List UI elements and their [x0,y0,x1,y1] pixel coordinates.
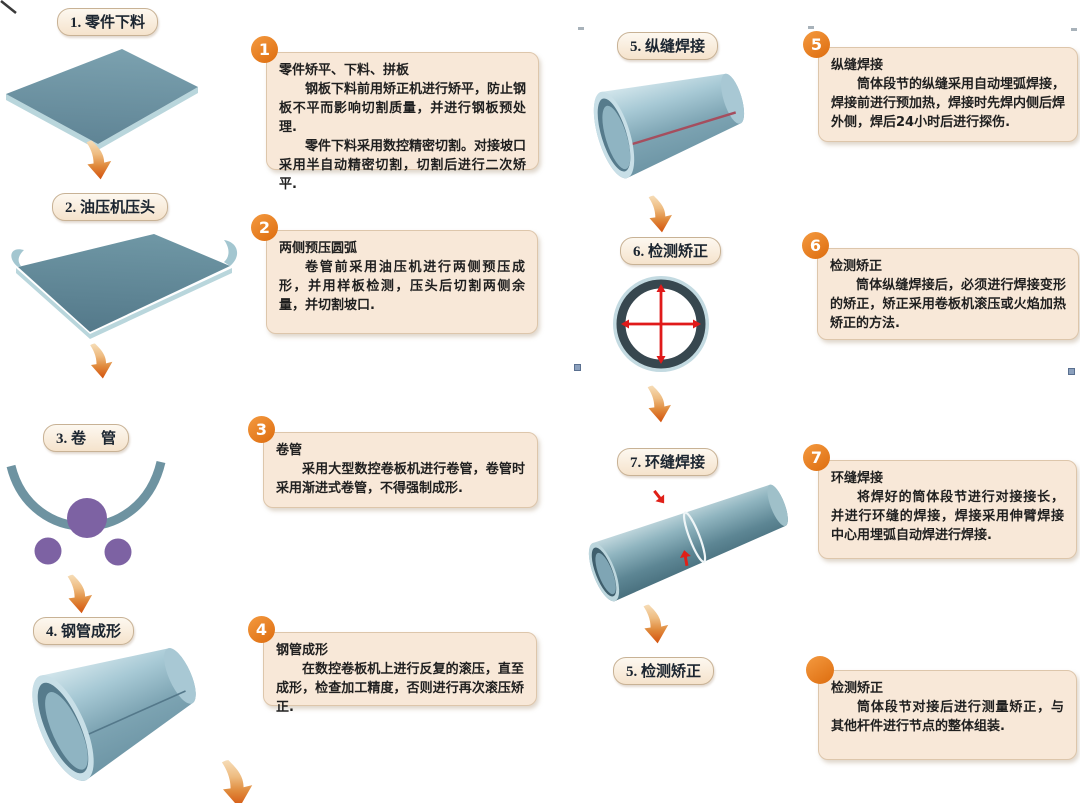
circumferential-seam-ring [682,511,707,563]
step-number-badge: 5 [803,31,830,58]
note-box-7: 7 环缝焊接 将焊好的筒体段节进行对接接长，并进行环缝的焊接，焊接采用伸臂焊接中… [803,444,1077,559]
step-pill-label: 5. 纵缝焊接 [630,39,706,55]
note-box-1: 1 零件矫平、下料、拼板 钢板下料前用矫正机进行矫平，防止钢板不平而影响切割质量… [251,36,539,192]
step-pill-pipe-forming: 4. 钢管成形 [33,617,135,645]
step-number-badge: 1 [251,36,278,63]
note-title: 零件矫平、下料、拼板 [279,63,410,78]
note-paragraph: 筒体段节的纵缝采用自动埋弧焊接，焊接前进行预加热，焊接时先焊内侧后焊外侧，焊后2… [831,77,1066,130]
step-number-badge [806,656,834,684]
step-pill-label: 2. 油压机压头 [65,200,156,216]
step-number-badge: 7 [803,444,830,471]
note-box-8: 检测矫正 筒体段节对接后进行测量矫正，与其他杆件进行节点的整体组装. [806,656,1077,760]
pressed-plate-image [11,234,238,339]
selection-handle [1068,368,1075,375]
step-pill-inspection-correction: 6. 检测矫正 [620,237,722,265]
note-box-2: 2 两侧预压圆弧 卷管前采用油压机进行两侧预压成形，并用样板检测，压头后切割两侧… [251,214,538,334]
note-title: 环缝焊接 [831,471,884,486]
note-title: 两侧预压圆弧 [279,241,358,256]
note-paragraph: 卷管前采用油压机进行两侧预压成形，并用样板检测，压头后切割两侧余量，并切割坡口. [279,260,525,313]
step-pill-label: 7. 环缝焊接 [630,455,706,471]
note-paragraph: 将焊好的筒体段节进行对接接长，并进行环缝的焊接，焊接采用伸臂焊接中心用埋弧自动焊… [831,490,1064,543]
right-roller [104,538,132,566]
step-number-badge: 2 [251,214,278,241]
flow-arrow-down-icon [221,760,253,803]
note-title: 检测矫正 [830,259,883,274]
butt-joined-pipe-image [588,484,788,602]
step-pill-part-blanking: 1. 零件下料 [57,8,159,36]
step-pill-rolling: 3. 卷 管 [43,424,130,452]
step-pill-label: 3. 卷 管 [56,431,117,447]
note-box-6: 6 检测矫正 筒体纵缝焊接后，必须进行焊接变形的矫正，矫正采用卷板机滚压或火焰加… [802,232,1079,340]
note-title: 钢管成形 [276,643,329,658]
flow-arrow-down-icon [67,574,93,614]
step-pill-label: 5. 检测矫正 [626,664,702,680]
flow-arrow-down-icon [647,385,671,423]
note-title: 检测矫正 [831,681,884,696]
selection-handle [1071,28,1077,31]
top-roller [67,498,107,538]
step-pill-final-inspection: 5. 检测矫正 [613,657,715,685]
step-pill-label: 1. 零件下料 [70,15,146,31]
step-pill-longitudinal-weld: 5. 纵缝焊接 [617,32,719,60]
note-paragraph: 筒体段节对接后进行测量矫正，与其他杆件进行节点的整体组装. [831,700,1064,734]
note-title: 卷管 [276,443,303,458]
step-number-badge: 3 [248,416,275,443]
selection-handle [578,27,584,30]
note-paragraph: 钢板下料前用矫正机进行矫平，防止钢板不平而影响切割质量，并进行钢板预处理. [279,82,527,135]
note-box-5: 5 纵缝焊接 筒体段节的纵缝采用自动埋弧焊接，焊接前进行预加热，焊接时先焊内侧后… [803,31,1078,142]
rolling-machine-image [6,460,166,566]
seam-welded-pipe-image [593,73,745,179]
flow-arrow-down-icon [90,343,113,379]
flow-arrow-down-icon [648,195,672,233]
note-box-4: 4 钢管成形 在数控卷板机上进行反复的滚压，直至成形，检查加工精度，否则进行再次… [248,616,537,715]
note-title: 纵缝焊接 [831,58,884,73]
step-pill-label: 6. 检测矫正 [633,244,709,260]
weld-seam-arrow-icon [678,549,693,567]
pipe-cross-section-image [613,276,709,372]
step-pill-press-head: 2. 油压机压头 [52,193,169,221]
flow-arrow-down-icon [643,604,669,644]
corner-mark [0,0,17,14]
step-number-badge: 4 [248,616,275,643]
flow-arrow-down-icon [86,140,112,180]
step-pill-label: 4. 钢管成形 [46,624,122,640]
weld-seam-line [623,111,737,148]
selection-handle [574,364,581,371]
seam-line [76,690,186,741]
note-paragraph: 在数控卷板机上进行反复的滚压，直至成形，检查加工精度，否则进行再次滚压矫正. [276,662,524,715]
step-pill-circumferential-weld: 7. 环缝焊接 [617,448,719,476]
note-box-3: 3 卷管 采用大型数控卷板机进行卷管，卷管时采用渐进式卷管，不得强制成形. [248,416,538,508]
formed-pipe-image [32,648,196,781]
selection-handle [808,26,814,29]
note-paragraph: 筒体纵缝焊接后，必须进行焊接变形的矫正，矫正采用卷板机滚压或火焰加热矫正的方法. [830,278,1066,331]
step-number-badge: 6 [802,232,829,259]
steel-plate-image [6,49,198,150]
note-paragraph: 采用大型数控卷板机进行卷管，卷管时采用渐进式卷管，不得强制成形. [276,462,525,496]
left-roller [34,537,62,565]
note-paragraph: 零件下料采用数控精密切割。对接坡口采用半自动精密切割，切割后进行二次矫平. [279,139,527,192]
